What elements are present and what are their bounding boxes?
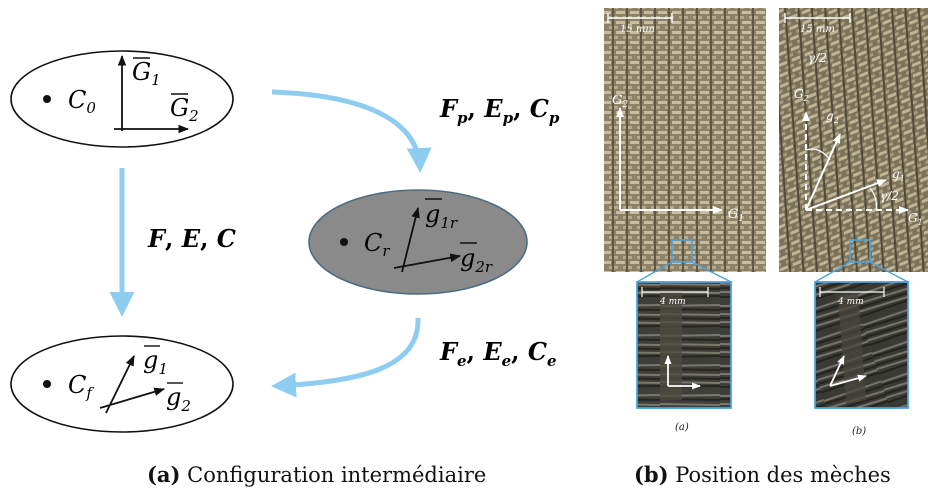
arrow-plastic: Fp, Ep, Cp bbox=[271, 89, 560, 173]
arrow-label: Fp, Ep, Cp bbox=[439, 94, 560, 127]
config-intermediate: Cr g1r g2r bbox=[308, 189, 528, 295]
caption-right: (b) Position des mèches bbox=[634, 462, 891, 487]
angle-arc-right bbox=[869, 187, 877, 211]
gamma-label-top: γ/2 bbox=[808, 51, 827, 65]
axis-label-g2: g2 bbox=[826, 109, 839, 125]
axis-g2 bbox=[805, 133, 841, 211]
axis-label-G1: G1 bbox=[908, 211, 923, 227]
photo-tag-a: (a) bbox=[675, 422, 689, 433]
angle-arc-top bbox=[805, 148, 831, 161]
zoom-source-box bbox=[671, 239, 693, 263]
axis-label-G2: G2 bbox=[794, 87, 809, 103]
svg-text:4 mm: 4 mm bbox=[837, 297, 864, 307]
zoom-axis-g2 bbox=[829, 355, 845, 387]
arrow-curve bbox=[271, 89, 432, 173]
bullet-dot bbox=[43, 95, 51, 103]
zoom-scale: 4 mm bbox=[819, 287, 885, 307]
zoom-scale: 4 mm bbox=[641, 287, 709, 307]
svg-text:15 mm: 15 mm bbox=[620, 24, 655, 35]
axis-vector-1 bbox=[401, 206, 420, 273]
svg-text:15 mm: 15 mm bbox=[800, 24, 835, 35]
config-final: Cf g1 g2 bbox=[10, 335, 234, 433]
arrow-curve bbox=[271, 317, 421, 398]
axis-label-g1: g1 bbox=[892, 167, 905, 183]
arrow-elastic: Fe, Ee, Ce bbox=[271, 317, 557, 398]
ellipse-intermediate bbox=[308, 189, 528, 295]
bullet-dot bbox=[340, 238, 348, 246]
axis-vector-1 bbox=[105, 355, 135, 414]
caption-left: (a) Configuration intermédiaire bbox=[147, 462, 486, 487]
scale-bar: 15 mm bbox=[784, 13, 851, 35]
vector-label-2: G2 bbox=[170, 94, 199, 125]
config-label: Cf bbox=[68, 371, 94, 402]
arrow-label: Fe, Ee, Ce bbox=[439, 337, 557, 370]
arrow-label: F, E, C bbox=[147, 224, 236, 253]
zoom-axis-g1 bbox=[829, 374, 867, 387]
photo-tag-b: (b) bbox=[852, 426, 866, 437]
vector-label-1: g1 bbox=[143, 346, 168, 378]
bullet-dot bbox=[43, 380, 51, 388]
config-initial: C0 G1 G2 bbox=[10, 50, 234, 148]
axis-vector-2 bbox=[393, 253, 462, 269]
photo-a: 15 mm G2 G1 4 mm (a) bbox=[604, 8, 766, 433]
axis-label-g1: G1 bbox=[728, 207, 744, 224]
axis-g1 bbox=[805, 179, 887, 211]
scale-bar: 15 mm bbox=[607, 13, 673, 35]
axis-label-g2: G2 bbox=[612, 93, 628, 110]
zoom-source-box bbox=[849, 239, 871, 263]
arrow-total: F, E, C bbox=[109, 168, 236, 317]
axis-vector-2 bbox=[99, 387, 166, 409]
vector-label-1: G1 bbox=[132, 58, 161, 89]
gamma-label-right: γ/2 bbox=[880, 189, 899, 203]
config-label: C0 bbox=[68, 86, 96, 117]
config-label: Cr bbox=[364, 229, 390, 260]
fabric-photo-b bbox=[779, 8, 928, 272]
vector-label-1: g1r bbox=[425, 200, 458, 232]
ellipse-final bbox=[10, 335, 234, 433]
fabric-photo-a bbox=[604, 8, 766, 272]
vector-label-2: g2r bbox=[460, 244, 493, 276]
zoom-photo-a bbox=[636, 281, 732, 409]
photo-b: 15 mm γ/2 G2 g2 g1 γ/2 G1 4 mm (b) bbox=[779, 8, 928, 437]
vector-label-2: g2 bbox=[166, 383, 191, 415]
svg-text:4 mm: 4 mm bbox=[659, 297, 686, 307]
